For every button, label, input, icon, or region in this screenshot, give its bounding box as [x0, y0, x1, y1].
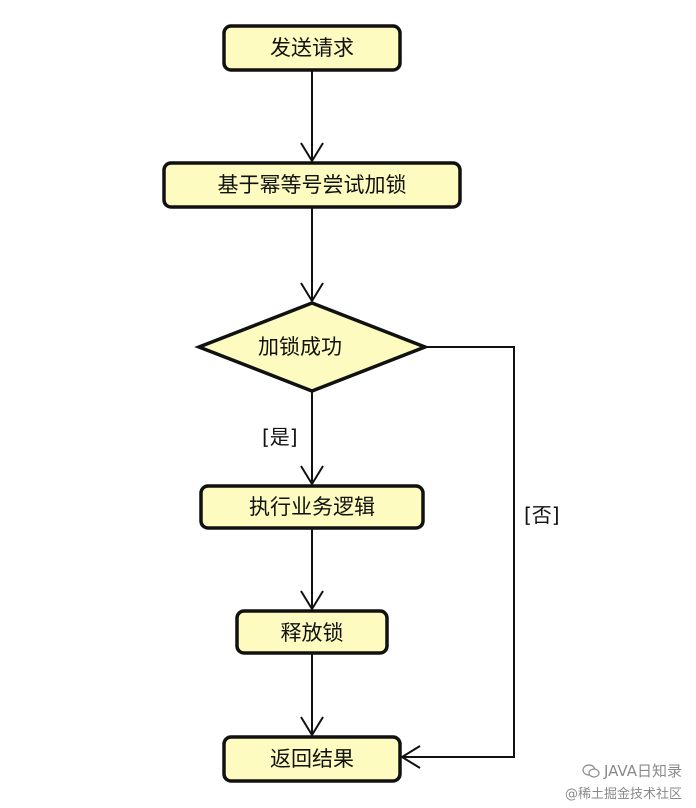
node-release-lock: 释放锁 [235, 609, 389, 655]
node-send-request-label: 发送请求 [270, 36, 354, 60]
edge-lock-to-decision [300, 207, 324, 303]
edge-no: [否] [400, 346, 560, 769]
watermark: JAVA日知录 @稀土掘金技术社区 [565, 760, 682, 802]
node-return-result-label: 返回结果 [270, 747, 354, 771]
node-return-result: 返回结果 [222, 735, 402, 783]
edge-yes-label: [是] [262, 425, 298, 449]
node-execute-logic-label: 执行业务逻辑 [249, 495, 375, 519]
watermark-source: @稀土掘金技术社区 [564, 787, 682, 802]
node-release-lock-label: 释放锁 [281, 621, 344, 645]
edge-no-label: [否] [524, 503, 560, 527]
node-try-lock-label: 基于幂等号尝试加锁 [218, 173, 407, 197]
node-execute-logic: 执行业务逻辑 [199, 484, 425, 530]
edge-release-to-return [300, 653, 324, 737]
node-send-request: 发送请求 [222, 24, 402, 72]
decision-lock-success-label: 加锁成功 [258, 335, 342, 359]
decision-lock-success: 加锁成功 [194, 301, 430, 393]
edge-yes: [是] [262, 391, 324, 486]
watermark-account: JAVA日知录 [603, 762, 682, 780]
edge-send-to-lock [300, 70, 324, 163]
edge-execute-to-release [300, 528, 324, 611]
node-try-lock: 基于幂等号尝试加锁 [162, 161, 462, 209]
wechat-icon [582, 763, 600, 778]
